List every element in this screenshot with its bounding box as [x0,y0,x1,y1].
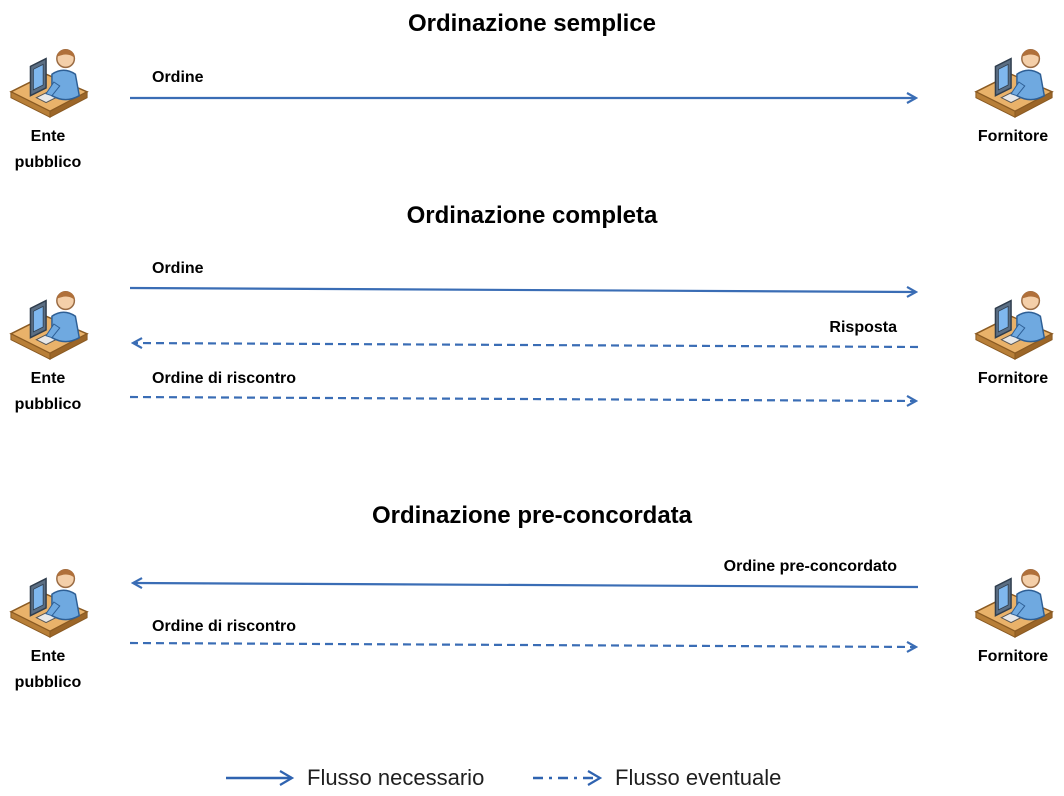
section-title-ordinazione-completa: Ordinazione completa [406,202,658,229]
legend-label-flusso-eventuale: Flusso eventuale [615,765,782,790]
flow-label-ordine-di-riscontro: Ordine di riscontro [152,618,297,635]
flow-arrow-ordine-di-riscontro [129,643,916,647]
legend-label-flusso-necessario: Flusso necessario [307,765,485,790]
flow-label-ordine: Ordine [152,260,204,277]
actor-label-fornitore: Fornitore [977,128,1049,145]
section-title-ordinazione-pre-concordata: Ordinazione pre-concordata [371,502,693,529]
flow-label-ordine: Ordine [152,69,204,86]
section-title-ordinazione-semplice: Ordinazione semplice [407,10,657,37]
flow-arrow-ordine-pre-concordato [133,583,919,587]
actor-label-fornitore: Fornitore [977,648,1049,665]
flow-arrow-ordine [129,288,916,292]
flow-label-risposta: Risposta [829,319,897,336]
flow-arrow-risposta [133,343,919,347]
flow-label-ordine-di-riscontro: Ordine di riscontro [152,370,297,387]
flow-label-ordine-pre-concordato: Ordine pre-concordato [723,558,897,575]
flow-arrow-ordine-di-riscontro [129,397,916,401]
actor-label-fornitore: Fornitore [977,370,1049,387]
